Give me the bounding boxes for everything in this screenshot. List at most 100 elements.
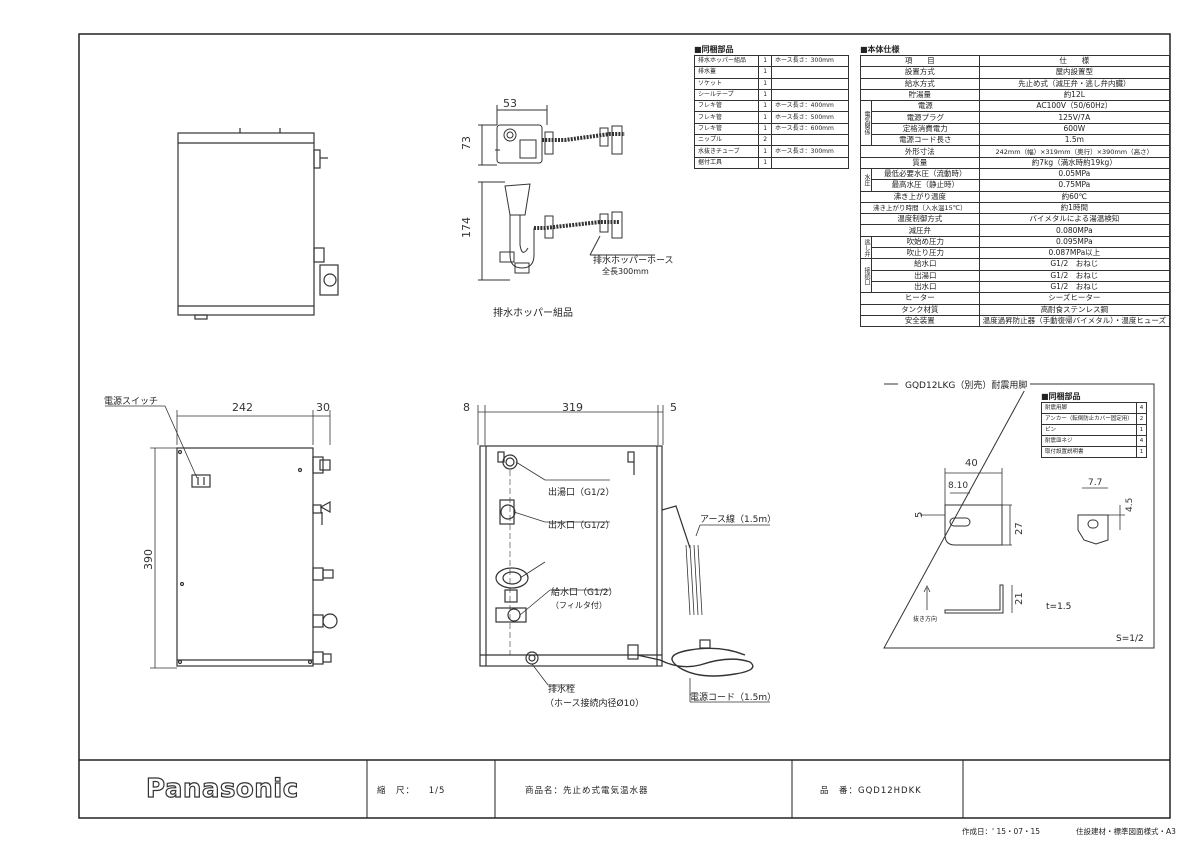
spec-group-cell: 逃し弁 — [860, 235, 872, 260]
hopper-hose-length: 全長300mm — [602, 267, 649, 276]
product-field: 商品名：先止め式電気温水器 — [525, 784, 649, 796]
spec-section: ■本体仕様 項 目仕 様設置方式屋内設置型給水方式先止め式（減圧弁・逃し弁内臓）… — [860, 44, 1171, 328]
part-value: GQD12HDKK — [858, 786, 922, 796]
footer-note: 住設建材・標準図面様式・A3 — [1076, 827, 1176, 836]
stand-part-qty-cell: 1 — [1135, 424, 1148, 436]
spec-label-cell: 沸き上がり時間（入水温15℃） — [860, 201, 980, 215]
spec-row: 貯湯量約12L — [860, 88, 1171, 102]
part-name-cell: 排水蓋 — [693, 66, 760, 79]
spec-value-cell: 242mm（幅）×319mm（奥行）×390mm（高さ） — [978, 145, 1171, 158]
stand-part-name-cell: 取付設置説明書 — [1041, 446, 1137, 458]
stand-dim-810: 8.10 — [948, 481, 968, 491]
part-note-cell — [770, 88, 850, 102]
water-outlet-label: 出水口（G1/2） — [548, 521, 615, 531]
spec-label-cell: 温度制御方式 — [860, 213, 980, 226]
spec-value-cell: 約12L — [978, 88, 1171, 102]
stand-part-qty-cell: 1 — [1135, 446, 1148, 458]
earth-wire-label: アース線（1.5m） — [700, 515, 777, 525]
spec-label-cell: 最低必要水圧（流動時） — [871, 167, 980, 181]
hopper-dim-53: 53 — [503, 97, 517, 110]
spec-label-cell: 電源プラグ — [871, 111, 980, 124]
front-dim-30: 30 — [316, 401, 330, 414]
stand-dim-5: 5 — [914, 512, 925, 518]
spec-row: 設置方式屋内設置型 — [860, 66, 1171, 79]
front-dim-390: 390 — [142, 549, 155, 570]
hopper-drawing — [478, 105, 655, 281]
hopper-hose-label: 排水ホッパーホース — [593, 256, 674, 266]
spec-label-cell: 最高水圧（静止時） — [871, 179, 980, 192]
spec-label-cell: タンク材質 — [860, 303, 980, 316]
part-note-cell — [770, 156, 850, 169]
stand-part-name-cell: ピン — [1041, 424, 1137, 436]
spec-value-cell: 1.5m — [978, 134, 1171, 147]
stand-part-qty-cell: 4 — [1135, 402, 1148, 414]
part-note-cell — [770, 77, 850, 90]
part-name-cell: シールテープ — [693, 88, 760, 102]
part-qty-cell: 1 — [758, 66, 772, 79]
stand-box — [883, 383, 1155, 649]
spec-table: 項 目仕 様設置方式屋内設置型給水方式先止め式（減圧弁・逃し弁内臓）貯湯量約12… — [860, 54, 1171, 328]
spec-value-cell: 約7kg（満水時約19kg） — [978, 156, 1171, 169]
spec-label-cell: 電源 — [871, 100, 980, 113]
stand-dim-45: 4.5 — [1125, 498, 1135, 512]
part-name-cell: フレキ管 — [693, 100, 760, 113]
product-label: 商品名： — [525, 786, 564, 796]
part-note-cell: ホース長さ：400mm — [770, 100, 850, 113]
stand-thickness: t=1.5 — [1046, 602, 1072, 612]
spec-row: 質量約7kg（満水時約19kg） — [860, 156, 1171, 169]
spec-value-cell: G1/2 おねじ — [978, 269, 1171, 282]
spec-value-cell: 約60℃ — [978, 190, 1171, 203]
stand-part-name-cell: 耐震用脚 — [1041, 402, 1137, 414]
part-label: 品 番： — [820, 786, 859, 796]
spec-label-cell: 減圧弁 — [860, 224, 980, 237]
power-switch-label: 電源スイッチ — [104, 397, 159, 407]
part-qty-cell: 1 — [758, 145, 772, 158]
spec-title: ■本体仕様 — [860, 45, 900, 54]
stand-part-qty-cell: 4 — [1135, 435, 1148, 447]
part-qty-cell: 1 — [758, 77, 772, 90]
spec-row: タンク材質高耐食ステンレス鋼 — [860, 303, 1171, 316]
side-dim-8: 8 — [463, 401, 470, 414]
spec-value-cell: 先止め式（減圧弁・逃し弁内臓） — [978, 77, 1171, 90]
part-qty-cell: 1 — [758, 88, 772, 102]
hopper-caption: 排水ホッパー組品 — [493, 308, 573, 319]
bundled-parts-title: ■同梱部品 — [694, 45, 734, 54]
top-view-unit — [177, 128, 339, 320]
drain-note: （ホース接続内径Ø10） — [545, 699, 645, 709]
spec-value-cell: シーズヒーター — [978, 292, 1171, 305]
spec-value-cell: 0.095MPa — [978, 235, 1171, 249]
water-inlet-label: 給水口（G1/2） — [551, 588, 618, 598]
hot-outlet-label: 出湯口（G1/2） — [548, 488, 615, 498]
stand-scale: S=1/2 — [1116, 634, 1144, 644]
spec-value-cell: 600W — [978, 122, 1171, 136]
front-view-unit — [105, 405, 338, 669]
spec-group-cell: 接続口 — [860, 258, 872, 294]
part-name-cell: フレキ管 — [693, 111, 760, 124]
spec-label-cell: 定格消費電力 — [871, 122, 980, 136]
spec-row: 給水方式先止め式（減圧弁・逃し弁内臓） — [860, 77, 1171, 90]
part-qty-cell: 1 — [758, 111, 772, 124]
part-name-cell: ニップル — [693, 134, 760, 147]
part-name-cell: 据付工具 — [693, 156, 760, 169]
part-qty-cell: 2 — [758, 134, 772, 147]
